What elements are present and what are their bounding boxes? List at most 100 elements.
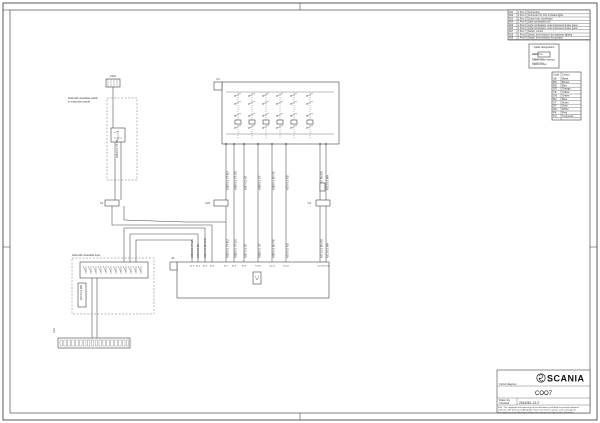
wire-label: 4267 0.5 YE bbox=[244, 175, 248, 190]
note-line-1: N.B.: The copyright and ownership of thi… bbox=[498, 406, 579, 409]
lever-panel: Hold with steerable lever 4272 0.5 WH bbox=[71, 253, 155, 315]
lever-panel-label: Hold with steerable lever bbox=[72, 253, 101, 257]
wire-label-lower: 4266 0.5 VT-OG bbox=[234, 239, 238, 258]
cable-legend-title: Cable designation bbox=[534, 45, 555, 49]
wire-label: 4271 0.5 BN-RD bbox=[320, 171, 324, 190]
revision-text: Control unit, coordinator bbox=[528, 17, 553, 20]
wire-label: 4265 0.5 VT-BU bbox=[226, 171, 230, 190]
connector-tag-c2: C2 bbox=[216, 77, 220, 81]
controller-pin-label: X1:3 bbox=[190, 266, 195, 268]
wire-node bbox=[285, 143, 287, 145]
revision-sheet: 1 Pos 1 bbox=[518, 12, 527, 14]
switch-contact bbox=[262, 124, 270, 129]
wire-label-w12: 4272 0.5 WH bbox=[79, 285, 83, 300]
switch-lamp bbox=[306, 119, 314, 125]
strip-pin bbox=[94, 339, 98, 347]
controller-pin-label: X1:6 bbox=[210, 266, 215, 268]
revision-sheet: 1 Pos 8 bbox=[518, 34, 527, 36]
colour-code: VT bbox=[553, 100, 557, 104]
drawing-title: COO7 bbox=[535, 391, 553, 397]
wire-label-lower: 4268 0.5 GY bbox=[258, 243, 262, 258]
colour-name: Green bbox=[562, 94, 570, 98]
wire-label-w4: 4264 0.5 BN-WH bbox=[203, 238, 207, 258]
strip-pin bbox=[118, 339, 122, 347]
revision-sheet: 1 Pos 5 bbox=[518, 25, 527, 27]
wire-label-w2: 4254 0.5 BN bbox=[196, 243, 200, 258]
switch-terminal bbox=[248, 103, 250, 105]
wire-label: 4272 0.5 WH bbox=[326, 175, 330, 190]
revision-text: Switch, front selection for stationary l… bbox=[528, 33, 573, 36]
colour-header-colour: Colour bbox=[562, 73, 570, 77]
connector-tag-a1: A1 bbox=[171, 256, 175, 260]
wire-label: 4270 0.5 RD bbox=[286, 175, 290, 190]
wire-label-w3: 4263 0.5 VT-GN bbox=[190, 239, 194, 258]
colour-code: BN bbox=[553, 80, 557, 84]
cable-legend-line-2: Cable cross-section bbox=[532, 58, 555, 62]
colour-code: OG bbox=[553, 87, 557, 91]
revision-code: A01 bbox=[509, 11, 514, 14]
switch-contact bbox=[234, 112, 242, 117]
switch-terminal bbox=[248, 127, 250, 129]
switch-contact bbox=[248, 124, 256, 129]
revision-code: A06 bbox=[509, 27, 514, 30]
wire-node bbox=[325, 143, 327, 145]
revision-text: Light combination, outer instrument clus… bbox=[528, 27, 578, 30]
switch-contact bbox=[276, 100, 284, 105]
switch-contact bbox=[276, 92, 284, 97]
lever-contact bbox=[82, 265, 87, 273]
revision-text: Switch, control bbox=[528, 30, 543, 33]
revision-code: A02 bbox=[509, 14, 514, 17]
strip-pin bbox=[91, 339, 94, 347]
controller-pin-label: X1:4 bbox=[196, 266, 201, 268]
switch-contact bbox=[290, 112, 298, 117]
bottom-connector-strip: C12 bbox=[52, 312, 131, 349]
strip-pin bbox=[122, 339, 126, 347]
switch-contact bbox=[262, 100, 270, 105]
wire-node bbox=[319, 143, 321, 145]
switch-contact bbox=[248, 100, 256, 105]
colour-code: RD bbox=[553, 83, 557, 87]
left-panel-label-2: in instrument panel bbox=[68, 100, 90, 104]
wire-node bbox=[233, 143, 235, 145]
mid-connectors: C23 C4 bbox=[205, 182, 331, 207]
switch-contact bbox=[276, 124, 284, 129]
colour-name: Black bbox=[562, 77, 569, 81]
switch-terminal bbox=[290, 103, 292, 105]
switch-terminal bbox=[234, 115, 236, 117]
controller-pin-label: X1:11 bbox=[269, 266, 275, 268]
wire-label-lower: 4271 0.5 BN-RD bbox=[320, 239, 324, 258]
wire-label-lower: 4267 0.5 YE bbox=[244, 243, 248, 258]
strip-pin bbox=[110, 339, 114, 347]
note-line-2: shall rest with Scania CV AB (publ). The… bbox=[498, 409, 577, 412]
switch-contact bbox=[248, 112, 256, 117]
switch-terminal bbox=[276, 115, 278, 117]
revision-text: Switch, front selection for operator bbox=[528, 37, 563, 40]
revision-text: Connector 31, Pos 4 bracket lights bbox=[528, 14, 564, 17]
lever-contact bbox=[102, 265, 107, 273]
colour-name: Red bbox=[562, 83, 567, 87]
cable-legend-line-3: Cable colour bbox=[532, 62, 547, 66]
switch-terminal bbox=[290, 95, 292, 97]
colour-code: BU bbox=[553, 97, 557, 101]
lever-contact bbox=[132, 265, 137, 273]
switch-contact bbox=[306, 100, 314, 105]
wire-label: 4266 0.5 VT-OG bbox=[234, 171, 238, 190]
switch-lamp bbox=[290, 119, 298, 125]
cable-legend-line-1: Cable no. bbox=[532, 52, 543, 56]
wire-label: 4268 0.5 GY bbox=[258, 175, 262, 190]
revision-text: Light combination unit bbox=[528, 21, 551, 24]
switch-terminal bbox=[306, 127, 308, 129]
revision-sheet: 1 Pos 3 bbox=[518, 18, 527, 20]
lever-contact bbox=[112, 265, 117, 273]
wire-label-w1: 4253 0.5 VT-SB bbox=[115, 139, 119, 158]
controller-pin-label: X1:12 bbox=[283, 266, 289, 268]
left-switch-panel: C410 Hold with steerable switch in instr… bbox=[68, 74, 138, 220]
frame-ticks bbox=[3, 3, 597, 420]
revision-code: A07 bbox=[509, 30, 514, 33]
controller-pin-label: X1:8 bbox=[232, 266, 237, 268]
label-drawn: Drawn by bbox=[499, 398, 511, 402]
note-line-3: the attention of any third party without… bbox=[498, 411, 574, 414]
switch-terminal bbox=[234, 95, 236, 97]
colour-name: Blue bbox=[562, 97, 568, 101]
